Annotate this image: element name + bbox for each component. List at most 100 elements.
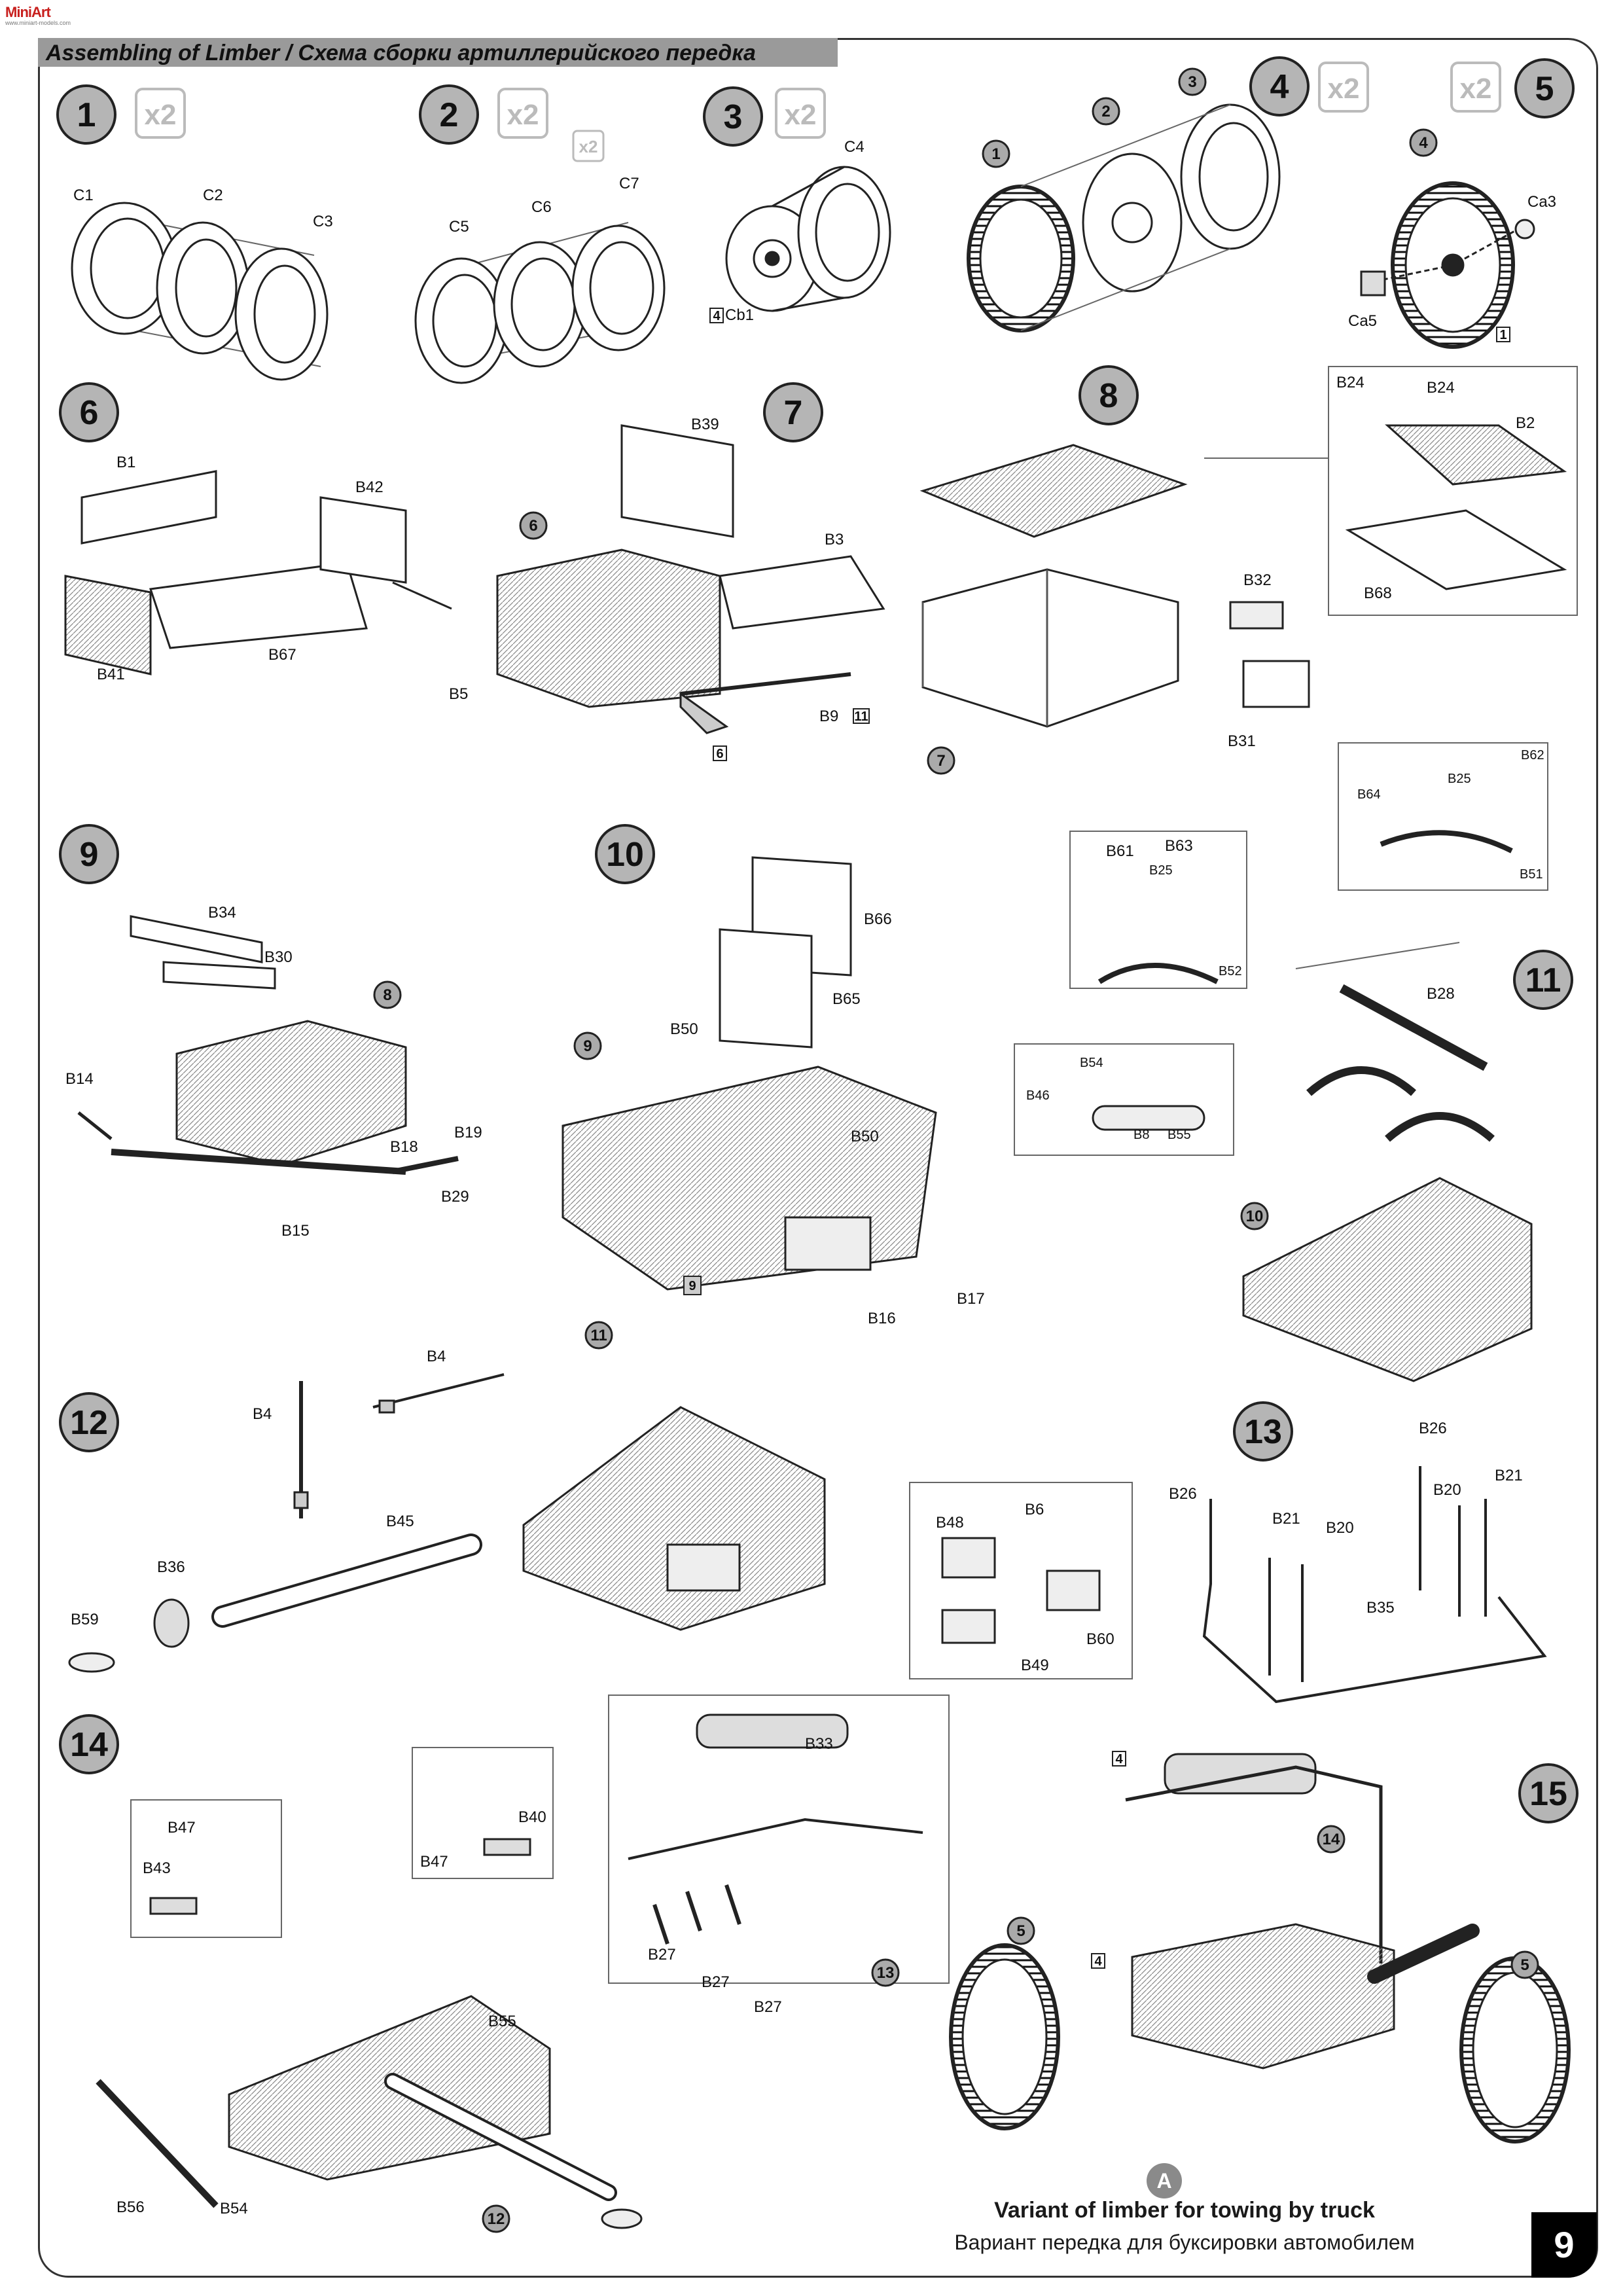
step-badges: [56, 56, 1578, 1823]
step15-drawing: [608, 1695, 1571, 2144]
part-B42: B42: [355, 478, 383, 496]
part-B25b: B25: [1448, 772, 1471, 786]
step-7-label: 7: [784, 394, 803, 432]
ref-circles: [373, 67, 1539, 2233]
part-B24b: B24: [1427, 379, 1455, 397]
part-B19: B19: [454, 1124, 482, 1141]
variant-caption-en: Variant of limber for towing by truck: [994, 2198, 1375, 2223]
ref-13: 13: [877, 1964, 895, 1982]
part-B21b: B21: [1495, 1467, 1523, 1484]
part-C6: C6: [531, 198, 552, 216]
variant-caption-ru: Вариант передка для буксировки автомобил…: [954, 2231, 1415, 2254]
ref-1: 1: [991, 145, 1000, 163]
part-B30: B30: [264, 948, 293, 966]
step-3-label: 3: [724, 98, 743, 136]
part-B5: B5: [449, 685, 468, 703]
box-ref-step3: 4: [713, 309, 721, 323]
part-B4b: B4: [253, 1405, 272, 1423]
part-B2: B2: [1516, 414, 1535, 432]
part-B32: B32: [1243, 571, 1272, 589]
box-ref-step7a: 11: [854, 709, 868, 724]
part-C1: C1: [73, 187, 94, 204]
step3-drawing: [725, 166, 891, 312]
part-C4: C4: [844, 138, 865, 156]
step7-drawing: [496, 424, 885, 734]
part-B47b: B47: [420, 1853, 448, 1871]
part-B9: B9: [819, 708, 838, 725]
part-B43: B43: [143, 1859, 171, 1877]
part-B26a: B26: [1169, 1485, 1197, 1503]
step13-drawing: [1202, 1466, 1547, 1704]
qty-step1: x2: [145, 99, 177, 131]
boxed-refs: 4 1 11 6 9 4 4: [683, 308, 1510, 1969]
part-B49: B49: [1021, 1657, 1049, 1674]
part-B61: B61: [1106, 842, 1134, 860]
step-badge-labels: 1 2 3 4 5 6 7 8 9 10 11 12 13 14 15: [70, 68, 1567, 1813]
qty-step4: x2: [1328, 73, 1360, 105]
part-B50a: B50: [670, 1020, 698, 1038]
page-title: Assembling of Limber / Схема сборки арти…: [46, 41, 756, 65]
box-ref-step15a: 4: [1115, 1752, 1123, 1767]
part-C3: C3: [313, 213, 333, 230]
part-C7: C7: [619, 175, 639, 192]
ref-6: 6: [529, 517, 537, 535]
part-B25a: B25: [1149, 863, 1173, 878]
miniart-logo: MiniArt: [5, 4, 51, 20]
qty-step3: x2: [785, 99, 817, 131]
part-B41: B41: [97, 666, 125, 683]
part-C2: C2: [203, 187, 223, 204]
step-9-label: 9: [80, 836, 99, 874]
qty-step2: x2: [507, 99, 539, 131]
part-B27c: B27: [754, 1998, 782, 2016]
part-B26b: B26: [1419, 1420, 1447, 1437]
box-ref-step15b: 4: [1094, 1954, 1102, 1969]
part-B56: B56: [116, 2198, 145, 2216]
part-B64: B64: [1357, 787, 1381, 802]
part-B18: B18: [390, 1138, 418, 1156]
part-C5: C5: [449, 218, 469, 236]
step-4-label: 4: [1270, 68, 1289, 106]
step-1-label: 1: [77, 96, 96, 134]
qty-step2-small: x2: [579, 137, 598, 156]
step8-drawing: [919, 366, 1578, 728]
step5-drawing: [1360, 181, 1535, 349]
part-B4a: B4: [427, 1348, 446, 1365]
part-B20b: B20: [1433, 1481, 1461, 1499]
part-B14: B14: [65, 1070, 94, 1088]
part-B29: B29: [441, 1188, 469, 1206]
step10-drawing: [562, 856, 937, 1291]
ref-14: 14: [1323, 1831, 1340, 1848]
ref-10: 10: [1246, 1208, 1264, 1225]
step-12-label: 12: [70, 1404, 108, 1442]
header-bar: [38, 38, 838, 67]
part-labels: C1 C2 C3 C5 C6 C7 C4 Cb1 Ca3 Ca5 B1 B42 …: [65, 138, 1556, 2217]
step1-drawing: [71, 202, 329, 381]
part-B27b: B27: [702, 1973, 730, 1991]
step11-drawing: [1014, 742, 1548, 1382]
part-B65: B65: [832, 990, 861, 1008]
step14-drawing: [96, 1747, 643, 2229]
part-B1: B1: [116, 454, 135, 471]
part-B21a: B21: [1272, 1510, 1300, 1528]
part-B48: B48: [936, 1514, 964, 1532]
part-B47a: B47: [168, 1819, 196, 1837]
step-15-label: 15: [1529, 1775, 1567, 1813]
part-B8: B8: [1133, 1128, 1149, 1142]
part-B20a: B20: [1326, 1519, 1354, 1537]
step2-drawing: [414, 222, 666, 384]
ref-8: 8: [383, 986, 391, 1004]
step4-drawing: [967, 103, 1281, 332]
part-Ca5: Ca5: [1348, 312, 1377, 330]
box-ref-step5: 1: [1499, 328, 1507, 342]
ref-3: 3: [1188, 73, 1196, 91]
step-10-label: 10: [606, 836, 644, 874]
step-14-label: 14: [70, 1726, 108, 1764]
part-B31: B31: [1228, 732, 1256, 750]
ref-circle-labels: 1 2 3 4 6 7 8 9 10 11 14 13 5 5 12: [383, 73, 1529, 2228]
part-Cb1: Cb1: [725, 306, 754, 324]
part-B54a: B54: [1080, 1056, 1103, 1070]
part-B67: B67: [268, 646, 296, 664]
part-B55a: B55: [1168, 1128, 1191, 1142]
part-B45: B45: [386, 1513, 414, 1530]
